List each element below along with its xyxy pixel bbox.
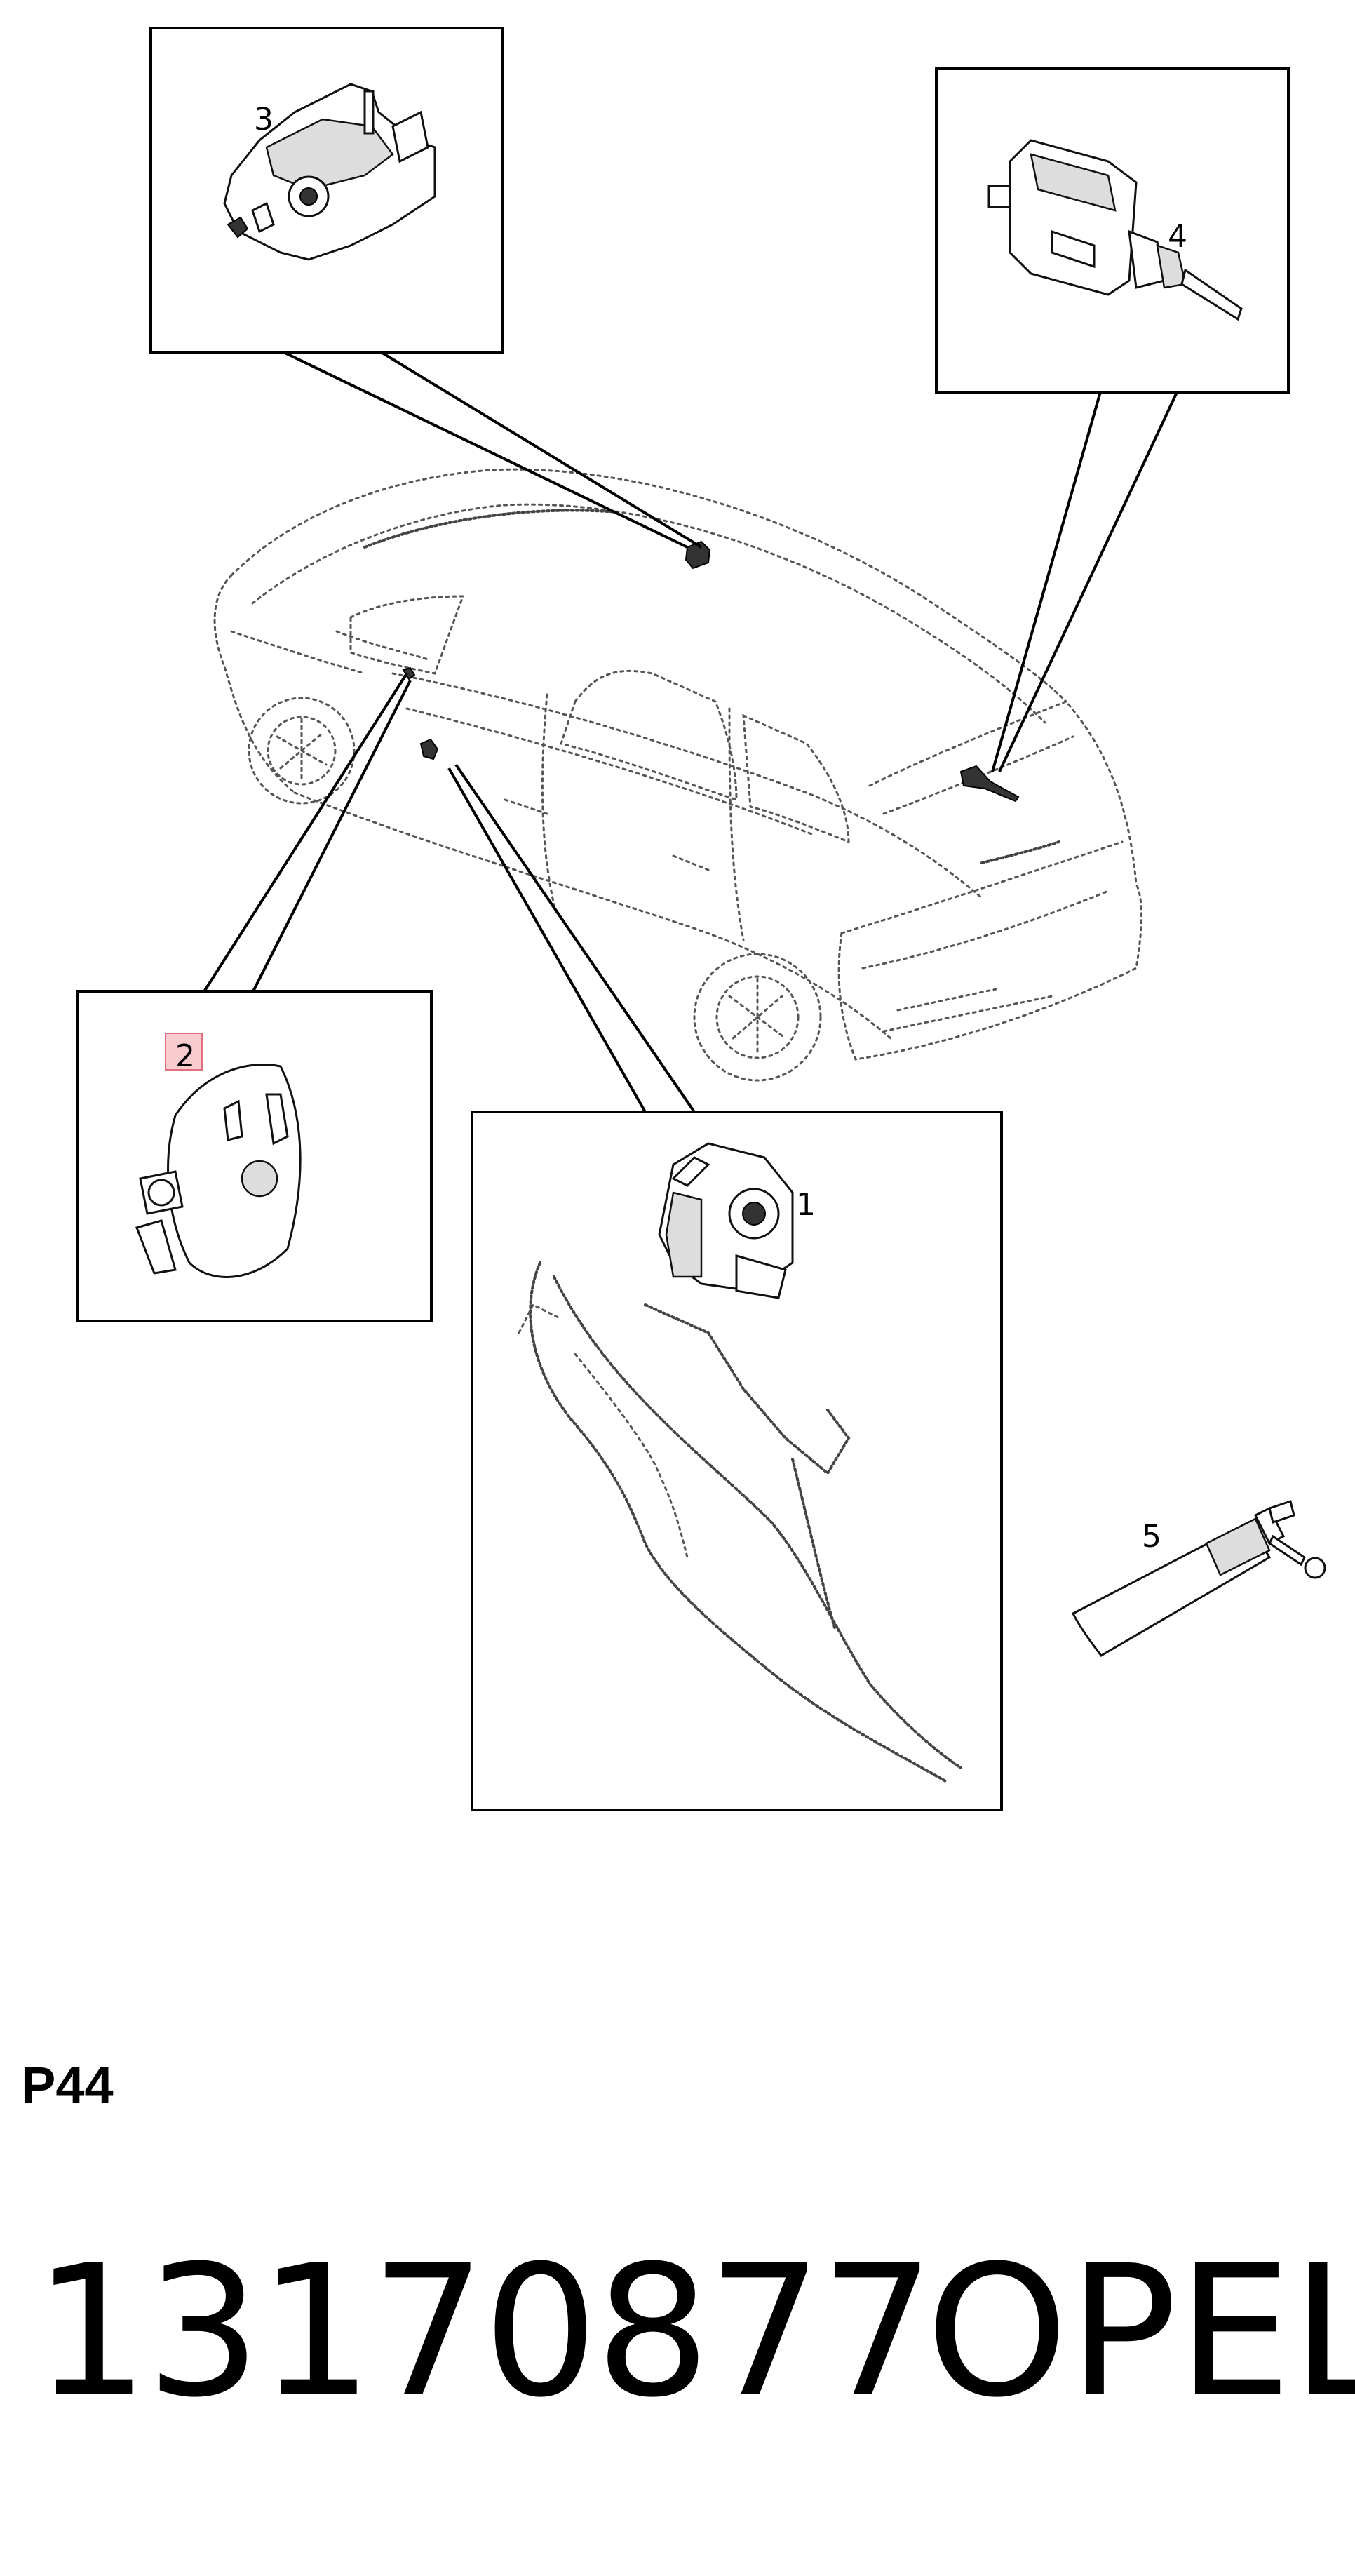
parts-diagram: 3 4 2 1 [76,27,1326,1811]
part-number: 13170877 [34,2227,935,2437]
leader-line-2 [202,672,412,994]
callout-number-3: 3 [254,102,274,137]
window-regulator-motor-rear-illustration [135,1064,302,1278]
wiper-location-marker [685,540,711,570]
callout-number-5: 5 [1142,1519,1161,1555]
fuel-door-location-marker [959,765,1020,803]
brand-name: OPEL [926,2227,1355,2437]
vehicle-outline [213,468,1142,1082]
leader-line-1 [447,763,696,1113]
callout-number-2: 2 [175,1038,195,1074]
window-regulator-rail [518,1261,962,1783]
leader-line-3 [280,349,703,549]
front-window-location-marker [402,666,416,680]
tailgate-gas-strut-illustration [1071,1500,1326,1657]
wiper-motor-illustration [223,83,436,261]
page-code: P44 [21,2056,114,2114]
callout-number-4: 4 [1168,219,1187,255]
callout-highlight-2 [165,1033,203,1071]
window-regulator-motor-illustration [658,1142,794,1299]
fuel-door-actuator-illustration [987,139,1243,321]
callout-number-1: 1 [796,1187,816,1223]
leader-line-4 [991,389,1180,772]
rear-window-location-marker [419,738,439,760]
